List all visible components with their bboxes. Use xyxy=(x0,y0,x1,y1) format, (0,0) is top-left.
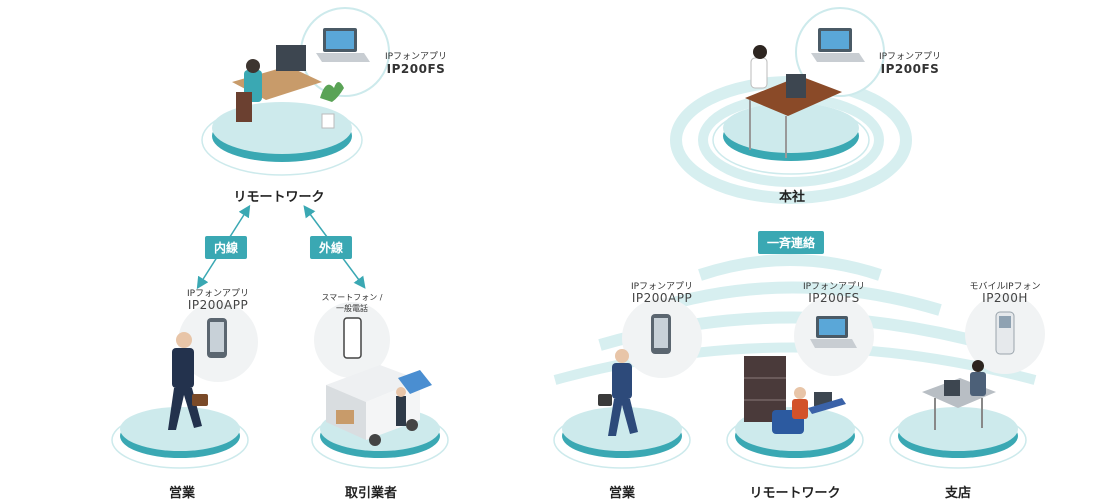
remote-worker-illustration xyxy=(232,45,344,129)
platform-right-branch xyxy=(889,407,1027,469)
bubble-right-laptop xyxy=(795,7,885,97)
right-sales-app-line1: IPフォンアプリ xyxy=(630,282,694,292)
bubble-right-smartphone xyxy=(622,298,702,378)
partner-phone-line2: 一般電話 xyxy=(336,304,368,313)
left-sales-app-line1: IPフォンアプリ xyxy=(186,289,250,299)
branch-label: 支店 xyxy=(944,486,972,501)
right-remote-app-line2: IP200FS xyxy=(808,291,860,305)
left-sales-label: 営業 xyxy=(168,486,196,501)
hq-app-line1: IPフォンアプリ xyxy=(878,52,942,62)
left-top-app-line2: IP200FS xyxy=(386,62,446,76)
right-sales-app-line2: IP200APP xyxy=(631,291,693,305)
broadcast-badge: 一斉連絡 xyxy=(757,231,825,254)
platform-right-sales xyxy=(553,407,691,469)
right-sales-label: 営業 xyxy=(608,486,636,501)
delivery-truck xyxy=(326,365,432,446)
branch-app-line1: モバイルIPフォン xyxy=(969,282,1041,292)
bubble-left-laptop xyxy=(300,7,390,97)
bubble-partner-phone xyxy=(314,302,390,378)
hq-worker-illustration xyxy=(745,45,842,158)
left-sales-app-line2: IP200APP xyxy=(187,298,249,312)
platform-left-remote xyxy=(201,102,363,176)
platform-right-hq xyxy=(712,103,870,175)
right-remote-app-line1: IPフォンアプリ xyxy=(802,282,866,292)
left-top-app-line1: IPフォンアプリ xyxy=(384,52,448,62)
external-badge: 外線 xyxy=(309,236,353,259)
hq-label: 本社 xyxy=(778,190,806,205)
internal-badge: 内線 xyxy=(204,236,248,259)
left-remote-label: リモートワーク xyxy=(233,190,325,205)
sales-businessman-right xyxy=(598,349,638,436)
right-remote-label: リモートワーク xyxy=(749,486,841,501)
bubble-right-laptop2 xyxy=(794,296,874,376)
platform-left-sales xyxy=(111,407,249,469)
hq-app-line2: IP200FS xyxy=(880,62,940,76)
sales-businessman-left xyxy=(168,332,208,430)
bubble-left-smartphone xyxy=(178,302,258,382)
partner-label: 取引業者 xyxy=(344,486,398,501)
partner-phone-line1: スマートフォン / xyxy=(321,293,383,302)
branch-app-line2: IP200H xyxy=(982,291,1028,305)
bubble-mobile-ip-phone xyxy=(965,294,1045,374)
remote-worker-right xyxy=(744,356,846,434)
branch-worker xyxy=(922,360,996,430)
